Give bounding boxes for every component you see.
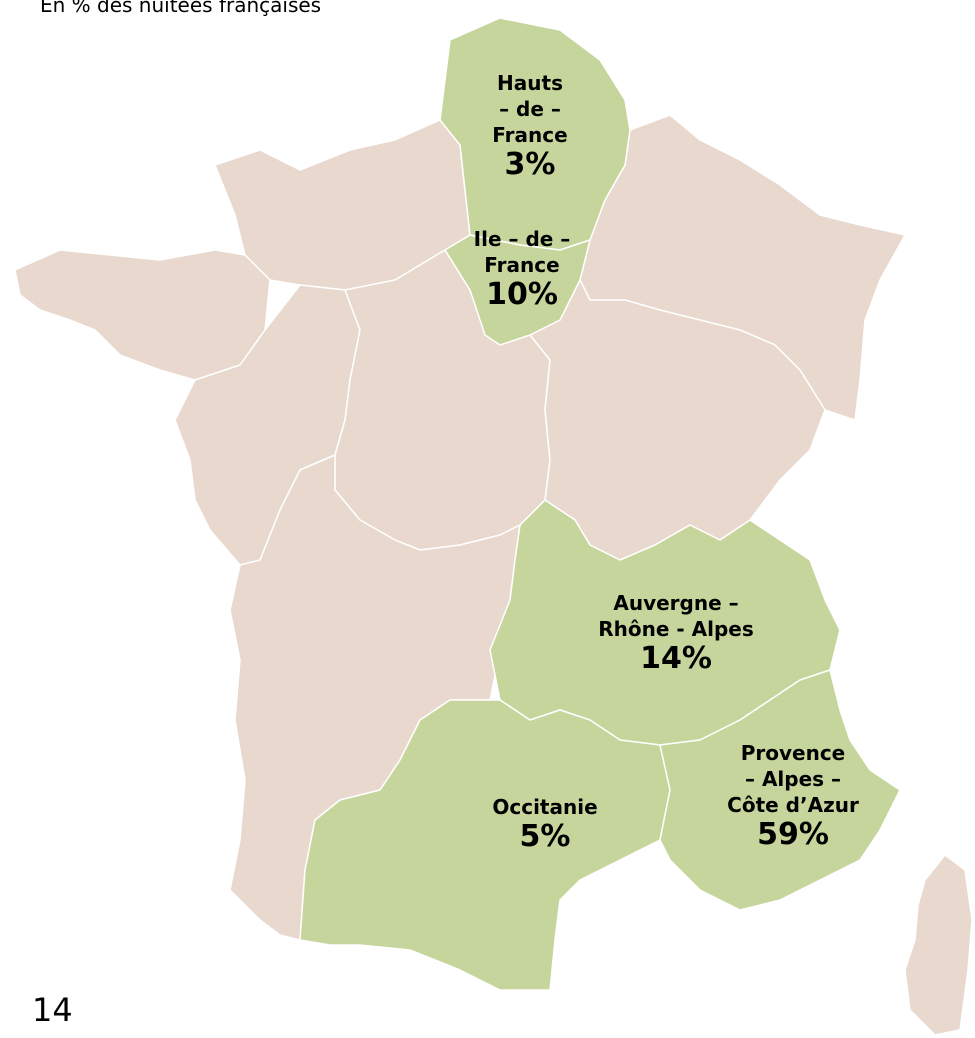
region-name-occitanie: Occitanie — [492, 795, 598, 819]
region-name-auvergne-rhone-alpes: Auvergne – Rhône - Alpes — [598, 591, 754, 641]
region-name-provence-alpes-cote-d-azur: Provence – Alpes – Côte d’Azur — [727, 741, 859, 817]
region-value-ile-de-france: 10% — [486, 277, 558, 312]
label-provence-alpes-cote-d-azur: Provence – Alpes – Côte d’Azur 59% — [727, 740, 859, 852]
label-auvergne-rhone-alpes: Auvergne – Rhône - Alpes 14% — [598, 590, 754, 676]
region-value-hauts-de-france: 3% — [504, 147, 556, 182]
label-occitanie: Occitanie 5% — [492, 794, 597, 854]
region-name-hauts-de-france: Hauts – de – France — [492, 71, 568, 147]
label-ile-de-france: Ile – de – France 10% — [474, 226, 571, 312]
label-hauts-de-france: Hauts – de – France 3% — [492, 70, 567, 182]
region-value-occitanie: 5% — [519, 819, 571, 854]
page-number: 14 — [32, 991, 73, 1029]
region-name-ile-de-france: Ile – de – France — [473, 227, 571, 277]
region-value-provence-alpes-cote-d-azur: 59% — [757, 817, 829, 852]
region-ile-de-france — [444, 234, 591, 346]
region-value-auvergne-rhone-alpes: 14% — [640, 641, 712, 676]
region-provence-alpes-cote-d-azur — [659, 669, 901, 911]
map-subtitle: En % des nuitées françaises — [40, 0, 322, 17]
region-occitanie — [299, 699, 671, 991]
region-bretagne — [14, 249, 271, 381]
region-corse — [904, 854, 973, 1036]
